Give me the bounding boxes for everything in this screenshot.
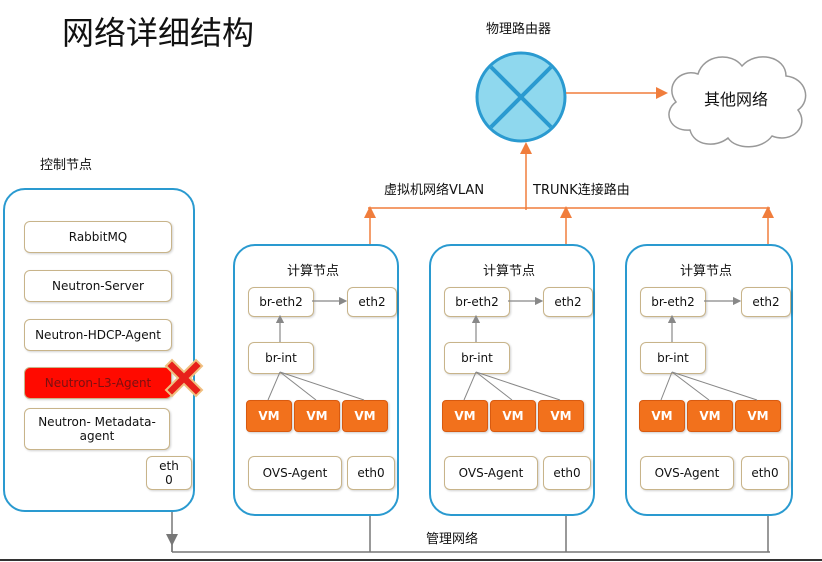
compute-node-3-ovs-agent: OVS-Agent bbox=[640, 456, 734, 490]
router-label: 物理路由器 bbox=[486, 22, 552, 37]
compute-node-3-vm-2: VM bbox=[687, 400, 733, 432]
compute-node-1-br-eth2: br-eth2 bbox=[248, 287, 314, 317]
service-l3-agent-failed: Neutron-L3-Agent bbox=[24, 367, 172, 399]
compute-node-1-eth2: eth2 bbox=[347, 287, 397, 317]
page-title: 网络详细结构 bbox=[62, 14, 255, 52]
compute-node-2-eth2: eth2 bbox=[543, 287, 593, 317]
compute-node-2-vm-2: VM bbox=[490, 400, 536, 432]
compute-node-1-vm-1: VM bbox=[246, 400, 292, 432]
service-metadata-agent: Neutron- Metadata-agent bbox=[24, 408, 170, 450]
service-dhcp-agent: Neutron-HDCP-Agent bbox=[24, 319, 172, 351]
compute-node-1-vm-2: VM bbox=[294, 400, 340, 432]
management-network-label: 管理网络 bbox=[426, 532, 479, 547]
compute-node-1-br-int: br-int bbox=[248, 342, 314, 374]
compute-node-3-vm-3: VM bbox=[735, 400, 781, 432]
compute-node-2-title: 计算节点 bbox=[482, 264, 535, 279]
compute-node-3-vm-1: VM bbox=[639, 400, 685, 432]
compute-node-3-br-eth2: br-eth2 bbox=[640, 287, 706, 317]
compute-node-3-br-int: br-int bbox=[640, 342, 706, 374]
compute-node-2-br-int: br-int bbox=[444, 342, 510, 374]
control-node-label: 控制节点 bbox=[40, 158, 93, 173]
compute-node-2-br-eth2: br-eth2 bbox=[444, 287, 510, 317]
vlan-label: 虚拟机网络VLAN bbox=[384, 183, 485, 198]
control-eth0: eth 0 bbox=[146, 456, 192, 490]
compute-node-1-ovs-agent: OVS-Agent bbox=[248, 456, 342, 490]
trunk-label: TRUNK连接路由 bbox=[533, 183, 630, 198]
other-network-label: 其他网络 bbox=[704, 90, 769, 109]
compute-node-2-vm-3: VM bbox=[538, 400, 584, 432]
compute-node-3-eth0: eth0 bbox=[741, 456, 789, 490]
compute-node-2-eth0: eth0 bbox=[543, 456, 591, 490]
compute-node-1-eth0: eth0 bbox=[347, 456, 395, 490]
compute-node-1-vm-3: VM bbox=[342, 400, 388, 432]
failure-x-icon bbox=[164, 358, 204, 398]
service-rabbitmq: RabbitMQ bbox=[24, 221, 172, 253]
compute-node-2-ovs-agent: OVS-Agent bbox=[444, 456, 538, 490]
compute-node-1-title: 计算节点 bbox=[286, 264, 339, 279]
compute-node-3-title: 计算节点 bbox=[679, 264, 732, 279]
compute-node-2-vm-1: VM bbox=[442, 400, 488, 432]
cloud-icon bbox=[668, 56, 807, 148]
service-neutron-server: Neutron-Server bbox=[24, 270, 172, 302]
compute-node-3-eth2: eth2 bbox=[741, 287, 791, 317]
router-icon bbox=[475, 51, 567, 143]
